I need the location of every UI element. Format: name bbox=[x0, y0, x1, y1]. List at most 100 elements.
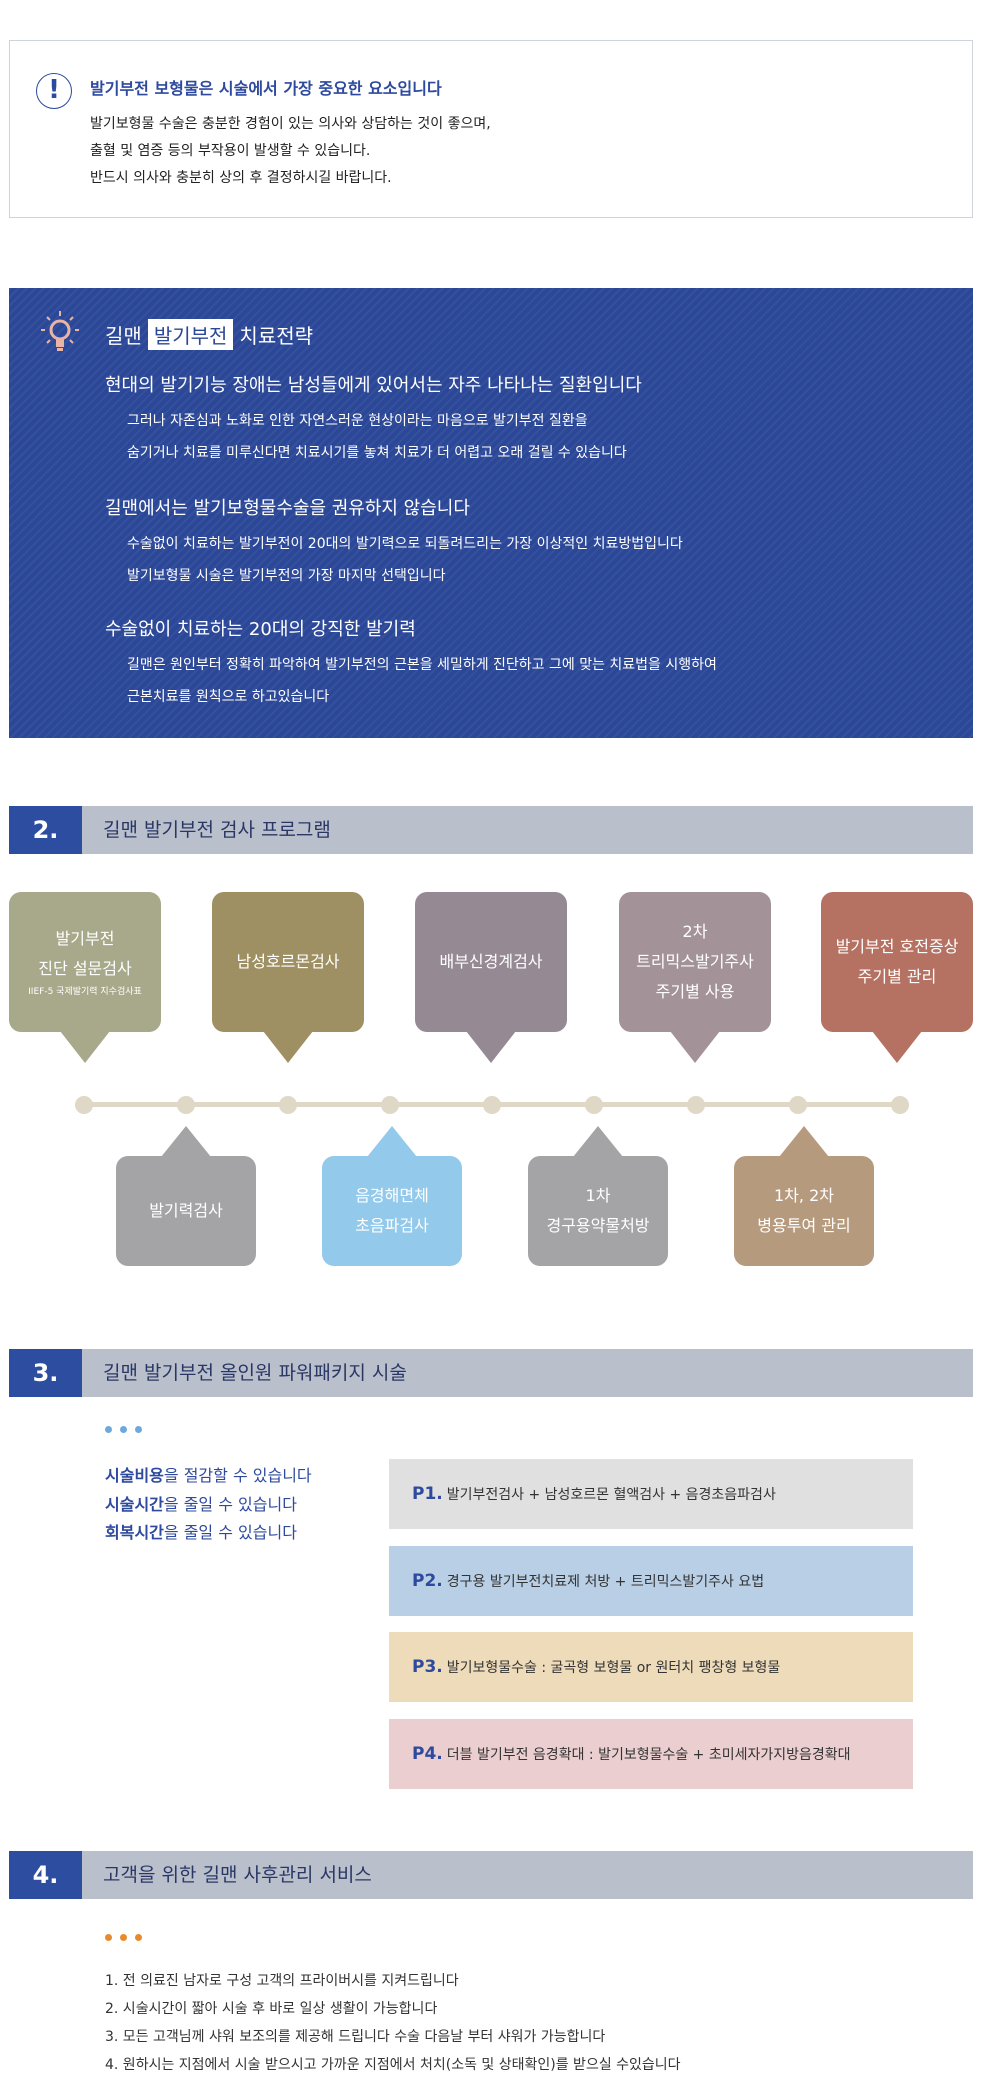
strategy-line: 숨기거나 치료를 미루신다면 치료시기를 놓쳐 치료가 더 어렵고 오래 걸릴 … bbox=[127, 445, 627, 461]
package-text: 발기부전검사 + 남성호르몬 혈액검사 + 음경초음파검사 bbox=[446, 1487, 776, 1503]
package-text: 발기보형물수술 : 굴곡형 보형물 or 원터치 팽창형 보형물 bbox=[446, 1660, 781, 1676]
dot bbox=[135, 1934, 142, 1941]
notice-box: ! 발기부전 보형물은 시술에서 가장 중요한 요소입니다 발기보형물 수술은 … bbox=[9, 40, 973, 218]
strategy-heading: 길맨에서는 발기보형물수술을 권유하지 않습니다 bbox=[105, 498, 470, 519]
strategy-title: 길맨 발기부전 치료전략 bbox=[105, 319, 313, 350]
exam-step-label: 1차, 2차 bbox=[774, 1186, 834, 1205]
strategy-panel: 길맨 발기부전 치료전략 현대의 발기기능 장애는 남성들에게 있어서는 자주 … bbox=[9, 288, 973, 738]
exam-step-label: 진단 설문검사 bbox=[38, 959, 132, 978]
benefit-text: 회복시간을 줄일 수 있습니다 bbox=[105, 1519, 297, 1543]
dot bbox=[105, 1934, 112, 1941]
dot bbox=[120, 1426, 127, 1433]
section-title: 길맨 발기부전 올인원 파워패키지 시술 bbox=[103, 1362, 407, 1384]
package-4: P4.더블 발기부전 음경확대 : 발기보형물수술 + 초미세자가지방음경확대 bbox=[389, 1718, 913, 1789]
exam-step-label: 발기력검사 bbox=[149, 1201, 223, 1220]
strategy-line: 그러나 자존심과 노화로 인한 자연스러운 현상이라는 마음으로 발기부전 질환… bbox=[127, 413, 588, 429]
exam-step-label: 발기부전 bbox=[55, 929, 115, 948]
exclamation-icon: ! bbox=[36, 73, 72, 109]
exam-step-label: 음경해면체 bbox=[355, 1186, 429, 1205]
bubble-pointer bbox=[367, 1126, 417, 1157]
strategy-line: 근본치료를 원칙으로 하고있습니다 bbox=[127, 689, 330, 705]
exam-step-label: 병용투여 관리 bbox=[757, 1216, 851, 1235]
section-number: 4. bbox=[9, 1851, 82, 1899]
exam-step-label: 초음파검사 bbox=[355, 1216, 429, 1235]
exam-step-bubble: 배부신경계검사 bbox=[415, 892, 567, 1032]
section-title: 고객을 위한 길맨 사후관리 서비스 bbox=[103, 1864, 372, 1886]
package-text: 더블 발기부전 음경확대 : 발기보형물수술 + 초미세자가지방음경확대 bbox=[446, 1746, 851, 1763]
section-4-header: 4. 고객을 위한 길맨 사후관리 서비스 bbox=[9, 1851, 973, 1899]
package-1: P1.발기부전검사 + 남성호르몬 혈액검사 + 음경초음파검사 bbox=[389, 1459, 913, 1529]
exam-step-note: IIEF-5 국제발기력 지수검사표 bbox=[28, 987, 142, 997]
strategy-heading: 수술없이 치료하는 20대의 강직한 발기력 bbox=[105, 619, 416, 640]
notice-title: 발기부전 보형물은 시술에서 가장 중요한 요소입니다 bbox=[90, 79, 442, 98]
dots-decoration-orange bbox=[105, 1934, 142, 1941]
package-3: P3.발기보형물수술 : 굴곡형 보형물 or 원터치 팽창형 보형물 bbox=[389, 1632, 913, 1702]
title-pre: 길맨 bbox=[105, 324, 142, 348]
service-item: 3. 모든 고객님께 샤워 보조의를 제공해 드립니다 수술 다음날 부터 샤워… bbox=[105, 2029, 606, 2045]
service-item: 1. 전 의료진 남자로 구성 고객의 프라이버시를 지켜드립니다 bbox=[105, 1973, 459, 1989]
title-highlight: 발기부전 bbox=[147, 319, 234, 350]
exam-step-label: 주기별 사용 bbox=[655, 982, 735, 1001]
exam-step-bubble: 발기력검사 bbox=[116, 1156, 256, 1266]
service-item: 4. 원하시는 지점에서 시술 받으시고 가까운 지점에서 처치(소독 및 상태… bbox=[105, 2057, 681, 2073]
section-3-header: 3. 길맨 발기부전 올인원 파워패키지 시술 bbox=[9, 1349, 973, 1397]
package-text: 경구용 발기부전치료제 처방 + 트리믹스발기주사 요법 bbox=[446, 1573, 765, 1590]
package-code: P1. bbox=[412, 1484, 443, 1504]
exam-step-label: 경구용약물처방 bbox=[546, 1216, 650, 1235]
exam-step-label: 1차 bbox=[585, 1186, 611, 1205]
exam-step-label: 배부신경계검사 bbox=[439, 952, 543, 971]
benefit-rest: 을 줄일 수 있습니다 bbox=[163, 1495, 297, 1514]
benefit-text: 시술비용을 절감할 수 있습니다 bbox=[105, 1462, 312, 1486]
exam-step-label: 트리믹스발기주사 bbox=[636, 952, 754, 971]
package-2: P2.경구용 발기부전치료제 처방 + 트리믹스발기주사 요법 bbox=[389, 1545, 913, 1616]
section-number: 2. bbox=[9, 806, 82, 854]
dot bbox=[120, 1934, 127, 1941]
timeline-node bbox=[891, 1096, 909, 1114]
exam-step-label: 발기부전 호전증상 bbox=[835, 937, 959, 956]
benefit-text: 시술시간을 줄일 수 있습니다 bbox=[105, 1491, 297, 1515]
bubble-pointer bbox=[263, 1031, 313, 1063]
service-item: 2. 시술시간이 짧아 시술 후 바로 일상 생활이 가능합니다 bbox=[105, 2001, 438, 2017]
exam-step-bubble: 남성호르몬검사 bbox=[212, 892, 364, 1032]
package-code: P2. bbox=[412, 1570, 443, 1591]
dot bbox=[135, 1426, 142, 1433]
notice-line: 반드시 의사와 충분히 상의 후 결정하시길 바랍니다. bbox=[90, 170, 392, 186]
bubble-pointer bbox=[161, 1126, 211, 1157]
benefit-highlight: 시술시간 bbox=[105, 1495, 164, 1514]
benefit-rest: 을 절감할 수 있습니다 bbox=[163, 1466, 312, 1485]
exam-step-label: 2차 bbox=[682, 922, 708, 941]
benefit-highlight: 시술비용 bbox=[105, 1466, 164, 1485]
strategy-heading: 현대의 발기기능 장애는 남성들에게 있어서는 자주 나타나는 질환입니다 bbox=[105, 375, 642, 396]
bubble-pointer bbox=[573, 1126, 623, 1157]
notice-line: 발기보형물 수술은 충분한 경험이 있는 의사와 상담하는 것이 좋으며, bbox=[90, 116, 491, 132]
bubble-pointer bbox=[60, 1031, 110, 1063]
benefit-rest: 을 줄일 수 있습니다 bbox=[163, 1523, 297, 1542]
dot bbox=[105, 1426, 112, 1433]
bubble-pointer bbox=[670, 1031, 720, 1063]
bubble-pointer bbox=[779, 1126, 829, 1157]
exam-step-label: 남성호르몬검사 bbox=[236, 952, 340, 971]
notice-line: 출혈 및 염증 등의 부작용이 발생할 수 있습니다. bbox=[90, 143, 371, 159]
package-code: P3. bbox=[412, 1657, 443, 1677]
benefit-highlight: 회복시간 bbox=[105, 1523, 164, 1542]
section-number: 3. bbox=[9, 1349, 82, 1397]
section-title: 길맨 발기부전 검사 프로그램 bbox=[103, 819, 331, 841]
strategy-line: 수술없이 치료하는 발기부전이 20대의 발기력으로 되돌려드리는 가장 이상적… bbox=[127, 536, 683, 552]
timeline bbox=[84, 1102, 900, 1107]
dots-decoration-blue bbox=[105, 1426, 142, 1433]
title-post: 치료전략 bbox=[239, 324, 314, 348]
strategy-line: 발기보형물 시술은 발기부전의 가장 마지막 선택입니다 bbox=[127, 568, 446, 584]
strategy-line: 길맨은 원인부터 정확히 파악하여 발기부전의 근본을 세밀하게 진단하고 그에… bbox=[127, 657, 717, 673]
bubble-pointer bbox=[466, 1031, 516, 1063]
exam-step-label: 주기별 관리 bbox=[857, 967, 937, 986]
section-2-header: 2. 길맨 발기부전 검사 프로그램 bbox=[9, 806, 973, 854]
package-code: P4. bbox=[412, 1743, 443, 1764]
bubble-pointer bbox=[872, 1031, 922, 1063]
lightbulb-icon bbox=[41, 311, 79, 351]
